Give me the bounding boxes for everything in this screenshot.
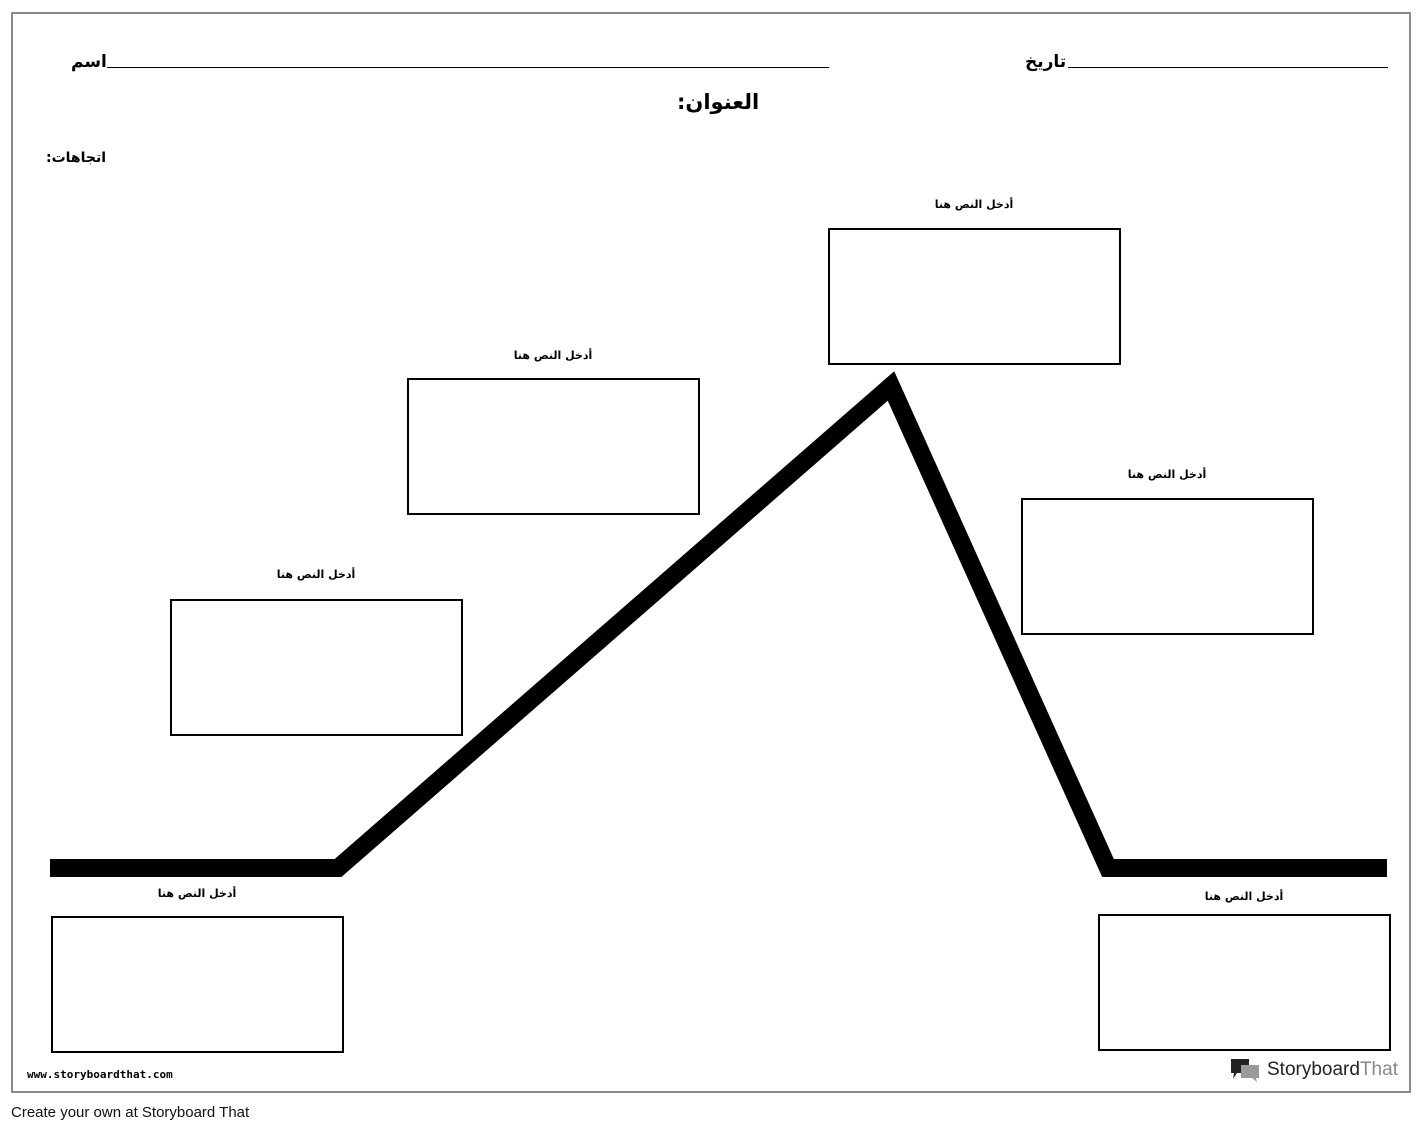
brand-name: StoryboardThat xyxy=(1267,1059,1398,1081)
plot-arc-line xyxy=(50,371,1387,877)
text-box-climax[interactable] xyxy=(828,228,1121,365)
speech-bubbles-icon xyxy=(1231,1059,1259,1082)
brand-name-light: That xyxy=(1359,1059,1398,1080)
create-your-own-link[interactable]: Create your own at Storyboard That xyxy=(11,1104,250,1121)
text-box-rising-action-2[interactable] xyxy=(407,378,700,515)
date-label: تاريخ xyxy=(1025,52,1067,72)
name-label: اسم xyxy=(71,52,107,72)
worksheet: اسم تاريخ :العنوان :اتجاهات أدخل النص هن… xyxy=(11,12,1411,1093)
date-line xyxy=(1068,67,1388,68)
name-line xyxy=(107,67,829,68)
box-label-rising-action-2: أدخل النص هنا xyxy=(513,349,593,362)
directions-label: :اتجاهات xyxy=(46,150,107,166)
box-label-climax: أدخل النص هنا xyxy=(934,198,1014,211)
text-box-rising-action-1[interactable] xyxy=(170,599,463,736)
text-box-exposition[interactable] xyxy=(51,916,344,1053)
box-label-rising-action-1: أدخل النص هنا xyxy=(276,568,356,581)
website-url: www.storyboardthat.com xyxy=(27,1068,173,1081)
box-label-falling-action: أدخل النص هنا xyxy=(1127,468,1207,481)
text-box-resolution[interactable] xyxy=(1098,914,1391,1051)
text-box-falling-action[interactable] xyxy=(1021,498,1314,635)
page-title: :العنوان xyxy=(677,90,760,114)
box-label-exposition: أدخل النص هنا xyxy=(157,887,237,900)
brand-logo: StoryboardThat xyxy=(1229,1057,1398,1083)
box-label-resolution: أدخل النص هنا xyxy=(1204,890,1284,903)
brand-name-bold: Storyboard xyxy=(1267,1059,1360,1080)
